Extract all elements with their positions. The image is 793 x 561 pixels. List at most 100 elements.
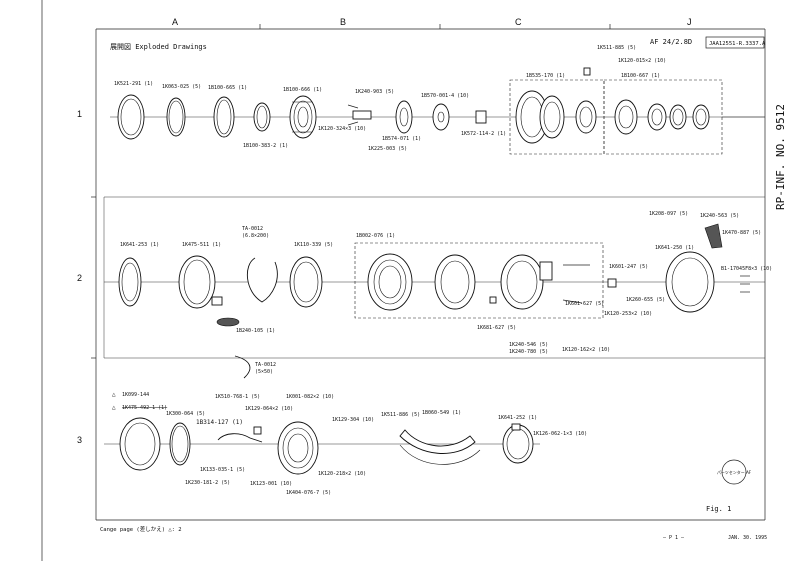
part-label: 1K120-324×3 (10) bbox=[318, 126, 366, 132]
part-label: B1-17045F8×3 (10) bbox=[721, 266, 772, 272]
tape-part bbox=[247, 257, 278, 303]
ring-part bbox=[118, 257, 142, 307]
part-label: 1B570-001-4 (10) bbox=[421, 93, 469, 99]
part-label: (5×50) bbox=[255, 369, 273, 375]
part-label: TA-0012 bbox=[242, 226, 263, 232]
stamp-text: パーツセンター AF bbox=[717, 469, 752, 475]
part-label: 1K475-511 (1) bbox=[182, 242, 221, 248]
lever-part bbox=[217, 433, 263, 443]
part-label: 1B100-666 (1) bbox=[283, 87, 322, 93]
part-label: 1K225-003 (5) bbox=[368, 146, 407, 152]
strip-part bbox=[216, 317, 240, 327]
part-label: 1K681-627 (5) bbox=[477, 325, 516, 331]
part-label: 1K521-291 (1) bbox=[114, 81, 153, 87]
part-label: 1B060-549 (1) bbox=[422, 410, 461, 416]
part-label: 1K641-253 (1) bbox=[120, 242, 159, 248]
part-label: 1K641-252 (1) bbox=[498, 415, 537, 421]
page-title: 展開図 Exploded Drawings bbox=[110, 43, 207, 51]
change-note: Cange page (差しかえ) △: 2 bbox=[100, 525, 182, 533]
model-name: AF 24/2.8D bbox=[650, 38, 692, 46]
bayonet-mount-part bbox=[277, 421, 319, 475]
part-label: 1K641-250 (1) bbox=[655, 245, 694, 251]
figure-label: Fig. 1 bbox=[706, 505, 731, 513]
part-label: 1K511-885 (5) bbox=[597, 45, 636, 51]
row-1-callouts: 1K521-291 (1) 1K063-025 (5) 1B100-665 (1… bbox=[114, 45, 666, 152]
part-label: 1B314-127 (1) bbox=[196, 419, 243, 426]
row-2-assembly bbox=[103, 196, 765, 379]
page-number: — P 1 — bbox=[663, 535, 685, 541]
lens-element-part bbox=[213, 96, 235, 138]
mount-ring-part bbox=[665, 251, 715, 313]
frame bbox=[41, 0, 766, 561]
switch-part bbox=[704, 223, 723, 249]
part-label: 1K120-162×2 (10) bbox=[562, 347, 610, 353]
part-label: 1B574-071 (1) bbox=[382, 136, 421, 142]
part-label: 1B100-667 (1) bbox=[621, 73, 660, 79]
part-label: 1K470-887 (5) bbox=[722, 230, 761, 236]
part-label: (6.8×200) bbox=[242, 233, 269, 239]
ring-part bbox=[169, 422, 191, 466]
part-label: 1K601-627 (5) bbox=[565, 301, 604, 307]
part-label: 1K240-546 (5) bbox=[509, 342, 548, 348]
blade-part bbox=[432, 103, 450, 131]
part-label: 1B100-665 (1) bbox=[208, 85, 247, 91]
part-label: 1K120-253×2 (10) bbox=[604, 311, 652, 317]
side-reference: RP-INF. NO. 9512 bbox=[774, 104, 787, 210]
part-label: 1K110-339 (5) bbox=[294, 242, 333, 248]
part-label: 1K230-181-2 (5) bbox=[185, 480, 230, 486]
part-label: 1K475-492-1 (1) bbox=[122, 405, 167, 411]
part-label: 1K208-097 (5) bbox=[649, 211, 688, 217]
document-code: JAA12551-R.3337.A bbox=[709, 41, 766, 47]
row-3-callouts: 1K099-144 1K475-492-1 (1) 1K300-064 (5) … bbox=[122, 392, 587, 496]
part-label: 1K063-025 (5) bbox=[162, 84, 201, 90]
part-label: 1K001-082×2 (10) bbox=[286, 394, 334, 400]
revision-triangle-icon: △ bbox=[112, 391, 116, 398]
ring-part bbox=[166, 97, 186, 137]
part-label: 1B535-170 (1) bbox=[526, 73, 565, 79]
row-label: 2 bbox=[77, 273, 82, 283]
mount-ring-part bbox=[119, 417, 161, 471]
part-label: 1K572-114-2 (1) bbox=[461, 131, 506, 137]
part-label: 1K129-304 (10) bbox=[332, 417, 374, 423]
part-label: 1B002-076 (1) bbox=[356, 233, 395, 239]
lens-element-part bbox=[253, 102, 271, 132]
part-label: 1K133-035-1 (5) bbox=[200, 467, 245, 473]
part-label: 1K511-886 (5) bbox=[381, 412, 420, 418]
part-label: 1K120-218×2 (10) bbox=[318, 471, 366, 477]
tape-part bbox=[234, 355, 251, 379]
helicoid-part bbox=[434, 254, 476, 310]
row-3-assembly bbox=[104, 357, 765, 475]
parts-center-stamp: パーツセンター AF bbox=[717, 459, 752, 485]
column-label: J bbox=[687, 17, 692, 27]
group-box bbox=[354, 242, 604, 319]
part-label: 1K240-903 (5) bbox=[355, 89, 394, 95]
diaphragm-part bbox=[395, 100, 413, 134]
column-label: C bbox=[515, 17, 522, 27]
part-label: 1K126-062-1×3 (10) bbox=[533, 431, 587, 437]
part-label: 1K240-563 (5) bbox=[700, 213, 739, 219]
strap-part bbox=[399, 429, 476, 454]
lens-ring-part bbox=[117, 94, 145, 140]
lens-element-part bbox=[614, 99, 638, 135]
cam-barrel-part bbox=[367, 253, 413, 311]
part-label: 1K510-768-1 (5) bbox=[215, 394, 260, 400]
ring-part bbox=[502, 424, 534, 464]
part-label: 1K240-780 (5) bbox=[509, 349, 548, 355]
row-2-callouts: 1K641-253 (1) 1K475-511 (1) TA-0012 (6.8… bbox=[120, 211, 772, 375]
code-box bbox=[705, 36, 765, 49]
issue-date: JAN. 30. 1995 bbox=[728, 535, 767, 541]
column-label: B bbox=[340, 17, 346, 27]
barrel-part bbox=[500, 254, 544, 310]
row-1-assembly bbox=[110, 67, 765, 155]
row-label: 1 bbox=[77, 109, 82, 119]
ring-part bbox=[289, 256, 323, 308]
part-label: 1K300-064 (5) bbox=[166, 411, 205, 417]
part-label: 1K099-144 bbox=[122, 392, 149, 398]
part-label: 1K404-076-7 (5) bbox=[286, 490, 331, 496]
focus-ring-part bbox=[178, 255, 216, 309]
part-label: 1K601-247 (5) bbox=[609, 264, 648, 270]
part-label: 1K260-655 (5) bbox=[626, 297, 665, 303]
row-label: 3 bbox=[77, 435, 82, 445]
part-label: 1K123-001 (10) bbox=[250, 481, 292, 487]
